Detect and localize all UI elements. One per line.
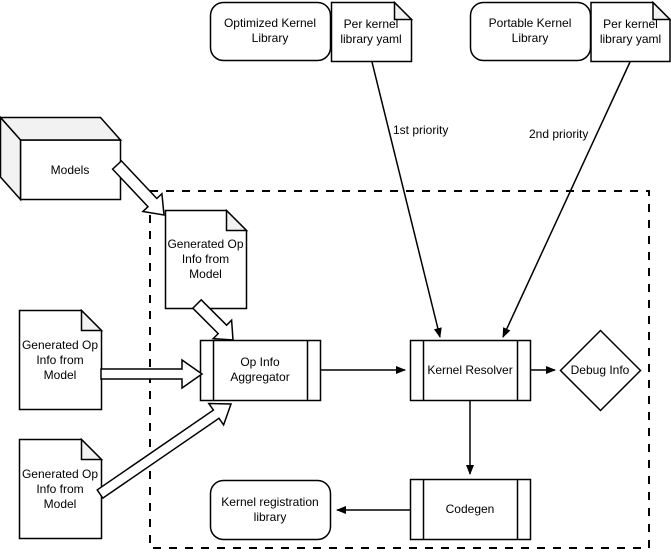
block-arrow-inner-note-to-aggregator [191,298,234,341]
first-priority-edge-label: 1st priority [393,123,449,137]
block-arrow-models-to-op-info [111,159,165,216]
kernel-resolver-node [409,339,532,402]
models-cube-node [0,115,123,202]
optimized-kernel-library-node [209,1,332,62]
pipeline-dashed-container [149,190,650,549]
per-kernel-yaml-note-1 [330,0,414,63]
edge-yaml1-to-kernel-resolver [371,61,442,338]
codegen-node [409,478,532,541]
portable-kernel-library-node [469,1,592,62]
generated-op-info-note-left-bottom [18,437,104,540]
generated-op-info-note-left-top [18,308,104,411]
block-arrow-left-bottom-note-to-aggregator [96,402,233,500]
kernel-registration-library-node [209,479,332,541]
per-kernel-yaml-note-2 [590,0,671,63]
debug-info-node [559,329,642,412]
block-arrow-left-top-note-to-aggregator [100,358,204,390]
op-info-aggregator-node [199,339,322,402]
edge-yaml2-to-kernel-resolver [502,61,631,338]
generated-op-info-note-inner [164,208,249,310]
second-priority-edge-label: 2nd priority [529,127,589,141]
